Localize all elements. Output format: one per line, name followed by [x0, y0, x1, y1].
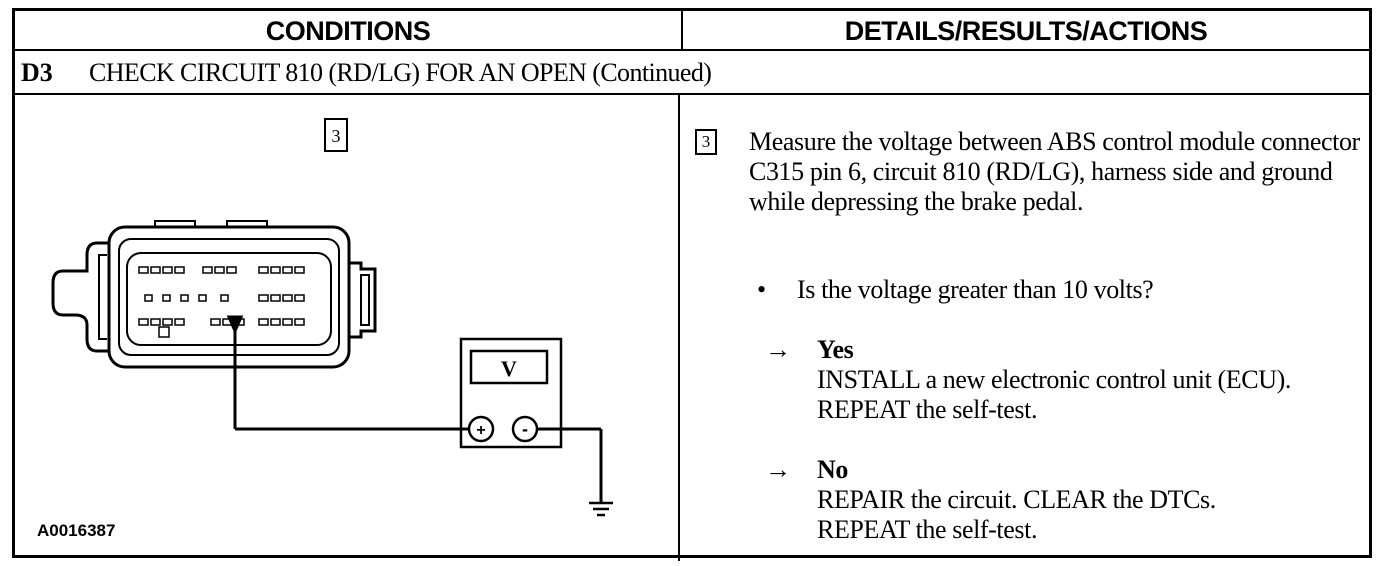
- header-divider: [681, 11, 683, 51]
- voltmeter: V + -: [459, 337, 563, 449]
- positive-terminal: [467, 415, 495, 443]
- yes-action: INSTALL a new electronic control unit (E…: [817, 365, 1291, 424]
- no-action: REPAIR the circuit. CLEAR the DTCs. REPE…: [817, 485, 1216, 544]
- diagram-step-number: 3: [332, 126, 341, 146]
- connector-c315: [107, 220, 377, 369]
- diagram-step-box: [324, 118, 348, 152]
- positive-symbol: +: [476, 422, 485, 439]
- step-id: D3: [21, 58, 53, 87]
- figure-id: A0016387: [37, 521, 116, 540]
- diagnostic-table: CONDITIONS DETAILS/RESULTS/ACTIONS D3 CH…: [12, 8, 1372, 561]
- negative-symbol: -: [522, 419, 528, 439]
- connector-mount-tab: [51, 241, 109, 353]
- conditions-header: CONDITIONS: [265, 16, 431, 46]
- voltmeter-display: [469, 349, 549, 385]
- ground-icon: [589, 501, 613, 517]
- no-label: No: [817, 455, 848, 484]
- measurement-instruction: Measure the voltage between ABS control …: [749, 127, 1360, 216]
- step-title-row: D3 CHECK CIRCUIT 810 (RD/LG) FOR AN OPEN…: [15, 51, 1369, 95]
- test-probe-lead: [226, 315, 481, 431]
- ground-lead: [537, 427, 603, 503]
- column-divider: [678, 95, 680, 561]
- step-title: CHECK CIRCUIT 810 (RD/LG) FOR AN OPEN (C…: [89, 58, 712, 87]
- voltmeter-unit-label: V: [501, 356, 517, 381]
- connector-diagram: 3: [15, 95, 677, 555]
- bullet-icon: •: [757, 275, 766, 304]
- connector-pins: [138, 266, 305, 338]
- diagram-illustration: 3: [51, 118, 613, 517]
- no-arrow-icon: →: [765, 455, 791, 484]
- yes-label: Yes: [817, 335, 854, 364]
- yes-arrow-icon: →: [765, 335, 791, 364]
- table-header-row: CONDITIONS DETAILS/RESULTS/ACTIONS: [15, 11, 1369, 51]
- voltage-question: Is the voltage greater than 10 volts?: [797, 275, 1154, 304]
- details-header: DETAILS/RESULTS/ACTIONS: [844, 16, 1208, 46]
- details-column: 3 Measure the voltage between ABS contro…: [691, 95, 1367, 555]
- details-step-box: 3: [695, 129, 717, 155]
